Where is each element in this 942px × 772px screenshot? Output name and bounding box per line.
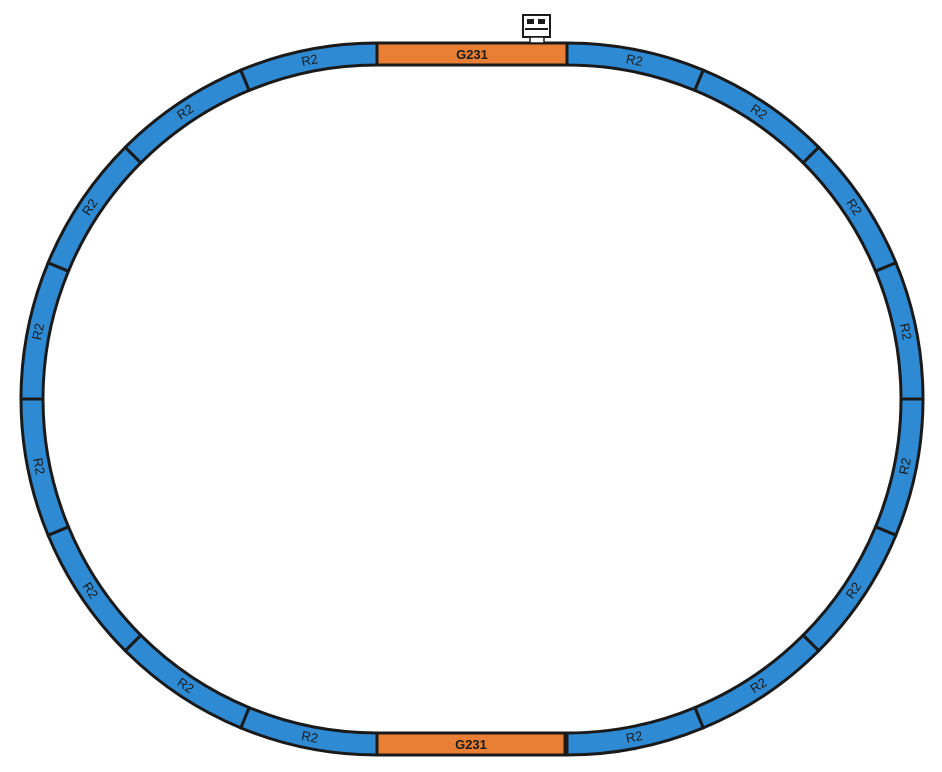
curve-track-left-8-label: R2	[300, 51, 319, 69]
track-bumper-icon[interactable]	[522, 14, 551, 44]
curve-track-right-1-label: R2	[625, 51, 644, 69]
curve-track-left-5-label: R2	[29, 322, 47, 341]
curve-track-right-8-label: R2	[625, 728, 644, 746]
curve-track-right-4-label: R2	[897, 322, 915, 341]
straight-track-bottom-label: G231	[455, 737, 487, 752]
curve-track-right-8[interactable]	[565, 705, 706, 757]
straight-track-bottom[interactable]	[375, 731, 567, 757]
straight-track-top-label: G231	[456, 47, 488, 62]
curve-track-left-1-label: R2	[300, 728, 319, 746]
curve-track-left-4-label: R2	[30, 457, 48, 476]
curve-track-right-5-label: R2	[896, 457, 914, 476]
straight-track-top[interactable]	[375, 41, 569, 67]
